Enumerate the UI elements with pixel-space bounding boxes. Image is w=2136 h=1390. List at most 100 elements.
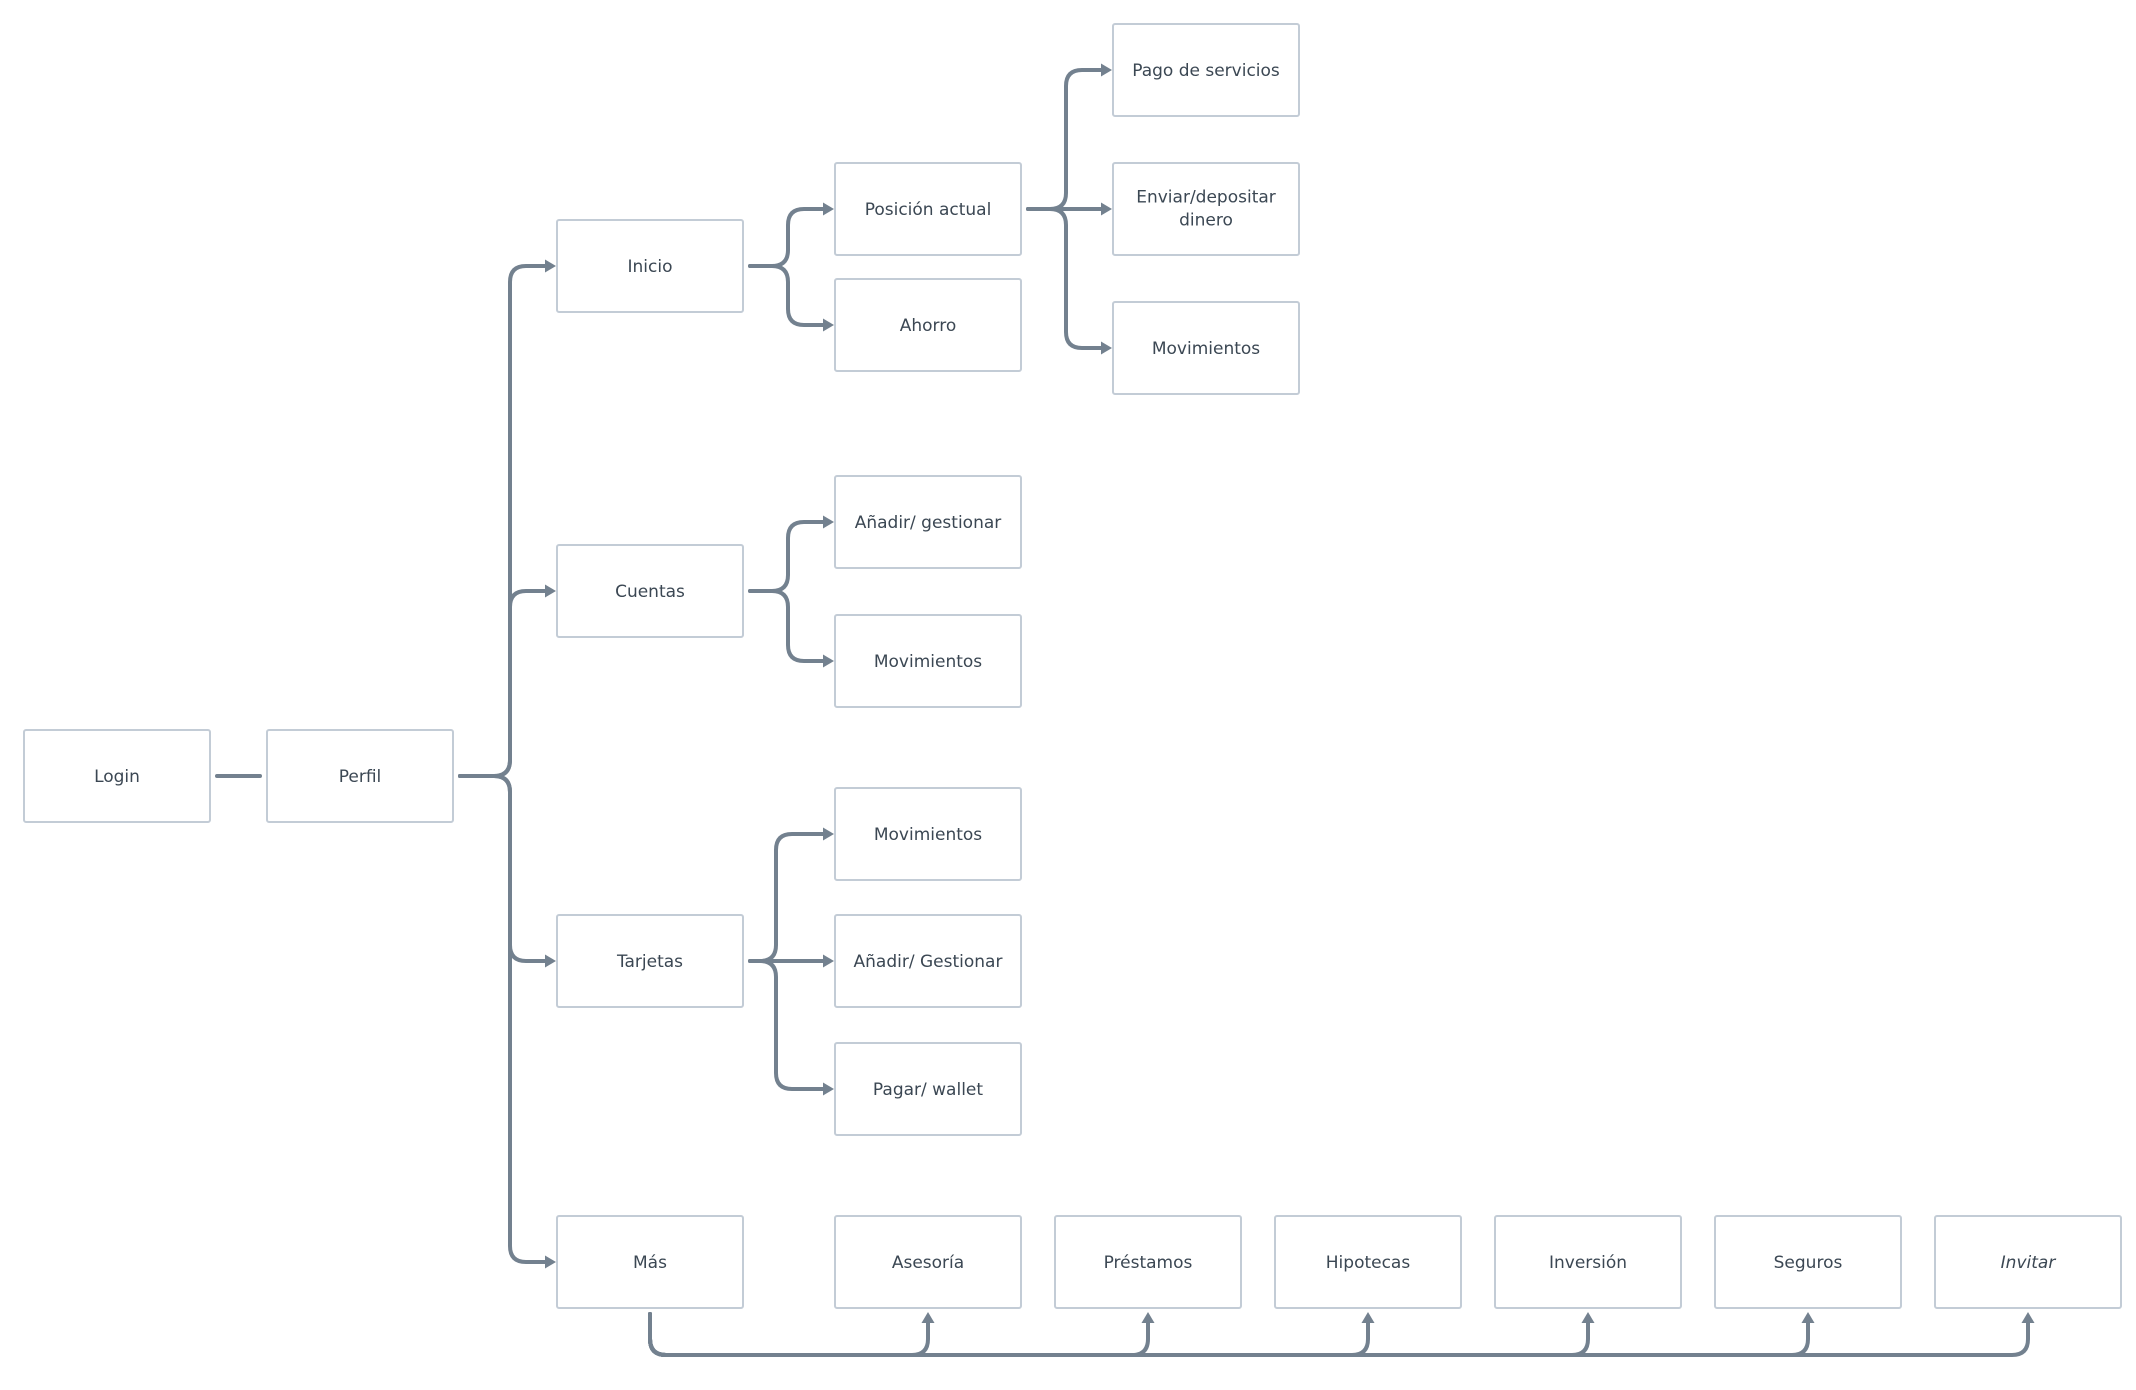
edge-posicion-to-pago-arrow — [1101, 63, 1112, 77]
node-box — [23, 729, 211, 823]
node-label: Enviar/depositar dinero — [1136, 188, 1276, 231]
node-label: Posición actual — [865, 200, 992, 220]
node-box — [834, 1042, 1022, 1136]
node-seguros: Seguros — [1714, 1215, 1902, 1309]
edge-perfil-to-tarjetas — [458, 774, 552, 963]
edge-mas-to-prestamos-arrow — [1141, 1312, 1155, 1323]
edge-tarjetas-to-movimientos-tarjetas-arrow — [823, 827, 834, 841]
node-label-line: dinero — [1179, 211, 1233, 231]
node-box — [1112, 23, 1300, 117]
edge-inicio-to-ahorro-arrow — [823, 318, 834, 332]
edge-cuentas-to-anadir-cuentas-arrow — [823, 515, 834, 529]
node-anadir-tarjetas: Añadir/ Gestionar — [834, 914, 1022, 1008]
edge-mas-to-prestamos — [648, 1312, 1150, 1357]
edge-perfil-to-cuentas-arrow — [545, 584, 556, 598]
node-label: Inversión — [1549, 1253, 1627, 1273]
node-pagar: Pagar/ wallet — [834, 1042, 1022, 1136]
node-box — [1274, 1215, 1462, 1309]
edge-mas-to-inversion-arrow — [1581, 1312, 1595, 1323]
node-hipotecas: Hipotecas — [1274, 1215, 1462, 1309]
node-label: Inicio — [628, 257, 673, 277]
node-label: Login — [94, 767, 140, 787]
node-box — [556, 544, 744, 638]
node-box — [1112, 162, 1300, 256]
edge-mas-to-seguros — [648, 1312, 1810, 1357]
edges-layer — [215, 63, 2035, 1357]
edge-mas-to-invitar-arrow — [2021, 1312, 2035, 1323]
edge-mas-to-asesoria-arrow — [921, 1312, 935, 1323]
edge-tarjetas-to-pagar — [748, 959, 830, 1091]
node-box — [834, 787, 1022, 881]
node-box — [556, 1215, 744, 1309]
edge-inicio-to-posicion-arrow — [823, 202, 834, 216]
node-box — [834, 614, 1022, 708]
node-prestamos: Préstamos — [1054, 1215, 1242, 1309]
node-inicio: Inicio — [556, 219, 744, 313]
edge-perfil-to-inicio-arrow — [545, 259, 556, 273]
node-box — [1714, 1215, 1902, 1309]
edge-cuentas-to-anadir-cuentas — [748, 520, 830, 593]
node-asesoria: Asesoría — [834, 1215, 1022, 1309]
edge-cuentas-to-movimientos-cuentas — [748, 589, 830, 663]
node-tarjetas: Tarjetas — [556, 914, 744, 1008]
node-box — [834, 1215, 1022, 1309]
edge-mas-to-seguros-arrow — [1801, 1312, 1815, 1323]
node-box — [266, 729, 454, 823]
edge-perfil-to-tarjetas-arrow — [545, 954, 556, 968]
node-label: Pago de servicios — [1132, 61, 1280, 81]
edge-perfil-to-inicio — [458, 264, 552, 778]
node-movimientos-inicio: Movimientos — [1112, 301, 1300, 395]
node-enviar: Enviar/depositar dinero — [1112, 162, 1300, 256]
node-box — [834, 162, 1022, 256]
node-perfil: Perfil — [266, 729, 454, 823]
edge-mas-to-inversion — [648, 1312, 1590, 1357]
edge-mas-to-hipotecas-arrow — [1361, 1312, 1375, 1323]
node-box — [556, 219, 744, 313]
node-box — [834, 278, 1022, 372]
edge-inicio-to-posicion — [748, 207, 830, 268]
node-box — [1054, 1215, 1242, 1309]
node-label: Añadir/ gestionar — [855, 513, 1002, 533]
edge-tarjetas-to-pagar-arrow — [823, 1082, 834, 1096]
node-box — [834, 914, 1022, 1008]
node-label: Hipotecas — [1326, 1253, 1411, 1273]
node-label: Movimientos — [874, 825, 982, 845]
node-movimientos-cuentas: Movimientos — [834, 614, 1022, 708]
node-label: Perfil — [339, 767, 382, 787]
edge-posicion-to-movimientos-inicio-arrow — [1101, 341, 1112, 355]
node-label: Cuentas — [615, 582, 685, 602]
edge-posicion-to-movimientos-inicio — [1026, 207, 1108, 350]
node-label: Añadir/ Gestionar — [854, 952, 1003, 972]
node-label: Movimientos — [874, 652, 982, 672]
node-label: Movimientos — [1152, 339, 1260, 359]
node-box — [556, 914, 744, 1008]
edge-inicio-to-ahorro — [748, 264, 830, 327]
node-inversion: Inversión — [1494, 1215, 1682, 1309]
edge-perfil-to-cuentas — [458, 589, 552, 778]
node-box — [1494, 1215, 1682, 1309]
edge-perfil-to-mas — [458, 774, 552, 1264]
node-box — [1112, 301, 1300, 395]
edge-tarjetas-to-anadir-tarjetas-arrow — [823, 954, 834, 968]
edge-posicion-to-enviar-arrow — [1101, 202, 1112, 216]
node-invitar: Invitar — [1934, 1215, 2122, 1309]
edge-cuentas-to-movimientos-cuentas-arrow — [823, 654, 834, 668]
node-label: Ahorro — [900, 316, 957, 336]
node-posicion: Posición actual — [834, 162, 1022, 256]
node-mas: Más — [556, 1215, 744, 1309]
node-movimientos-tarjetas: Movimientos — [834, 787, 1022, 881]
node-cuentas: Cuentas — [556, 544, 744, 638]
node-label: Más — [633, 1253, 667, 1273]
node-ahorro: Ahorro — [834, 278, 1022, 372]
node-pago: Pago de servicios — [1112, 23, 1300, 117]
edge-perfil-to-mas-arrow — [545, 1255, 556, 1269]
edge-mas-to-invitar — [648, 1312, 2030, 1357]
edge-mas-to-asesoria — [648, 1312, 930, 1357]
node-login: Login — [23, 729, 211, 823]
node-label: Asesoría — [892, 1253, 964, 1273]
node-label-line: Enviar/depositar — [1136, 188, 1276, 208]
node-label: Préstamos — [1104, 1253, 1193, 1273]
node-box — [834, 475, 1022, 569]
